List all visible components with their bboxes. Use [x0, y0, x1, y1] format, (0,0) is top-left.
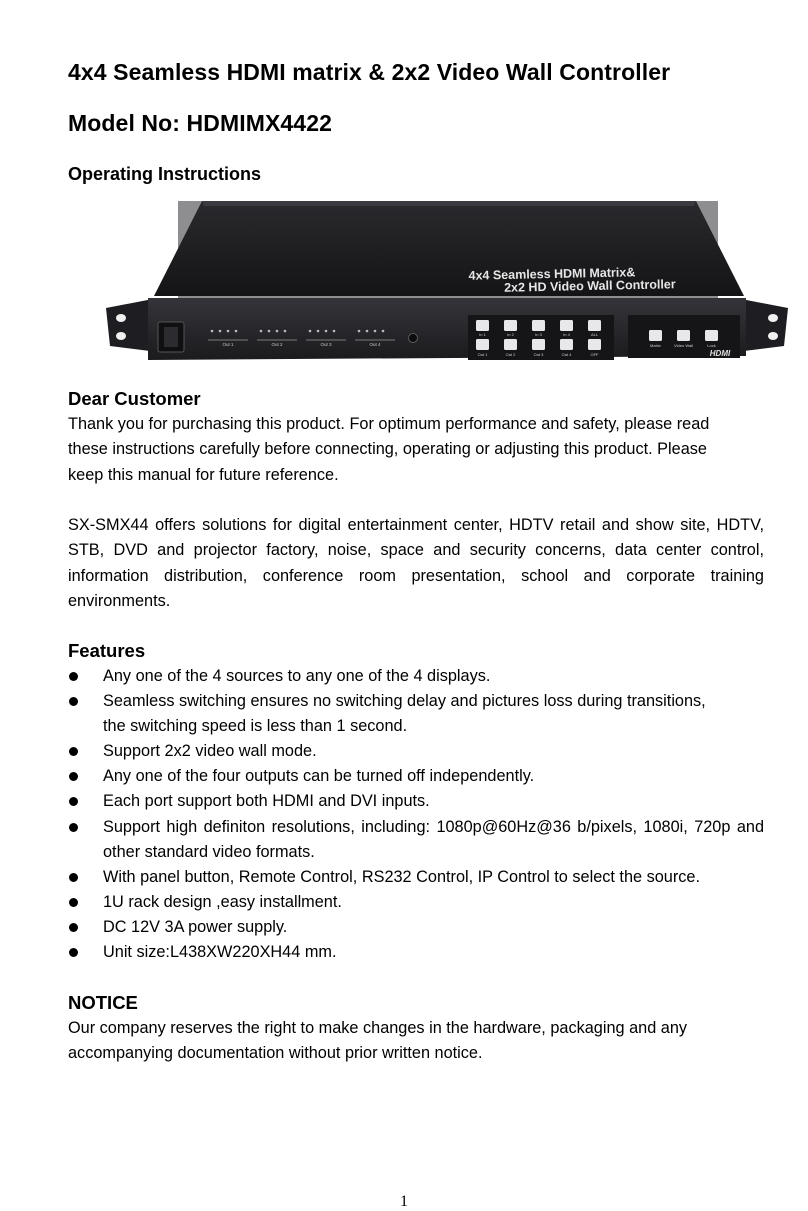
- bullet-icon: [69, 672, 78, 681]
- out-label-2: Out 2: [271, 342, 283, 347]
- features-list: Any one of the 4 sources to any one of t…: [68, 664, 764, 965]
- document-title: 4x4 Seamless HDMI matrix & 2x2 Video Wal…: [68, 59, 671, 85]
- feature-item: Any one of the 4 sources to any one of t…: [68, 664, 764, 689]
- mode-label-videowall: Video Wall: [674, 343, 693, 348]
- dear-customer-line-2: these instructions carefully before conn…: [68, 440, 707, 459]
- btn-label-off: OFF: [591, 352, 600, 357]
- lid-text-line1: 4x4 Seamless HDMI Matrix&: [468, 265, 635, 282]
- btn-label-out4: Out 4: [562, 352, 573, 357]
- product-image: 4x4 Seamless HDMI Matrix& 2x2 HD Video W…: [106, 201, 788, 360]
- notice-heading: NOTICE: [68, 992, 138, 1013]
- btn-label-out2: Out 2: [506, 352, 517, 357]
- feature-item: Support 2x2 video wall mode.: [68, 739, 764, 764]
- btn-label-in4: In 4: [563, 332, 570, 337]
- btn-label-in2: In 2: [507, 332, 514, 337]
- out-label-1: Out 1: [222, 342, 234, 347]
- section-subtitle: Operating Instructions: [68, 164, 262, 184]
- btn-label-in1: In 1: [479, 332, 486, 337]
- feature-item: Each port support both HDMI and DVI inpu…: [68, 789, 764, 814]
- feature-item: 1U rack design ,easy installment.: [68, 890, 764, 915]
- page-number: 1: [400, 1193, 408, 1210]
- input-buttons: [476, 320, 601, 350]
- ir-sensor: [408, 333, 418, 343]
- feature-item: Seamless switching ensures no switching …: [68, 689, 764, 739]
- notice-paragraph: Our company reserves the right to make c…: [68, 1016, 764, 1067]
- mode-buttons: [649, 330, 718, 341]
- features-heading: Features: [68, 640, 146, 661]
- bullet-icon: [69, 948, 78, 958]
- feature-item: Support high definiton resolutions, incl…: [68, 815, 764, 865]
- bullet-icon: [69, 797, 78, 807]
- output-led-groups: [210, 329, 385, 333]
- bullet-icon: [69, 872, 78, 882]
- dear-customer-paragraph: Thank you for purchasing this product. F…: [68, 412, 764, 488]
- btn-label-out1: Out 1: [478, 352, 489, 357]
- hdmi-logo: HDMI: [710, 349, 731, 358]
- model-number: Model No: HDMIMX4422: [68, 110, 332, 136]
- feature-item: DC 12V 3A power supply.: [68, 915, 764, 940]
- bullet-icon: [69, 772, 78, 782]
- btn-label-all: ALL: [591, 332, 599, 337]
- out-label-4: Out 4: [369, 342, 381, 347]
- dear-customer-line-1: Thank you for purchasing this product. F…: [68, 415, 710, 433]
- lid-text-line2: 2x2 HD Video Wall Controller: [504, 277, 676, 295]
- feature-item: Unit size:L438XW220XH44 mm.: [68, 940, 764, 965]
- notice-line-1: Our company reserves the right to make c…: [68, 1019, 688, 1037]
- mode-label-lock: Lock: [707, 343, 715, 348]
- bullet-icon: [69, 897, 78, 907]
- dear-customer-line-3: keep this manual for future reference.: [68, 465, 339, 484]
- out-label-3: Out 3: [320, 342, 332, 347]
- device-lid: [154, 201, 744, 296]
- bullet-icon: [69, 822, 78, 832]
- mode-label-matrix: Matrix: [650, 343, 661, 348]
- bullet-icon: [69, 697, 78, 707]
- solutions-paragraph: SX-SMX44 offers solutions for digital en…: [68, 516, 764, 611]
- bullet-icon: [69, 747, 78, 757]
- notice-line-2: accompanying documentation without prior…: [68, 1044, 483, 1063]
- bullet-icon: [69, 922, 78, 932]
- btn-label-out3: Out 3: [534, 352, 545, 357]
- dear-customer-heading: Dear Customer: [68, 388, 201, 409]
- feature-item: With panel button, Remote Control, RS232…: [68, 865, 764, 890]
- btn-label-in3: In 3: [535, 332, 542, 337]
- feature-item: Any one of the four outputs can be turne…: [68, 764, 764, 789]
